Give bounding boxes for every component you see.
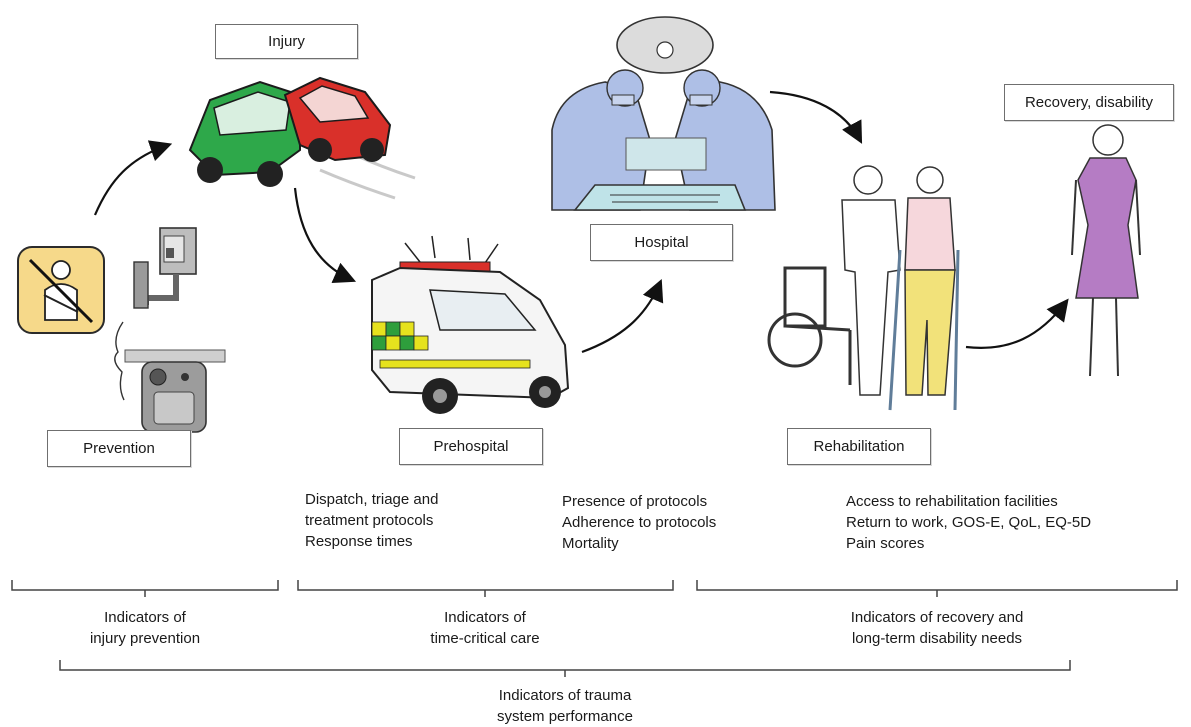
therapist-icon xyxy=(841,165,901,396)
indicator-item: Mortality xyxy=(562,535,619,552)
indicator-item: Response times xyxy=(305,533,413,550)
car-crash-icon xyxy=(188,76,416,200)
arrow-hospital-to-rehab xyxy=(769,90,863,144)
prehospital-indicators: Dispatch, triage and treatment protocols… xyxy=(305,489,438,552)
stage-label-rehabilitation: Rehabilitation xyxy=(787,428,931,465)
recovered-woman-icon xyxy=(1071,124,1141,377)
green-car-icon xyxy=(188,80,301,187)
indicator-item: Pain scores xyxy=(846,535,925,552)
stage-label-hospital: Hospital xyxy=(590,224,733,261)
brace-recovery xyxy=(696,580,1178,597)
group-caption-prevention: Indicators of injury prevention xyxy=(89,609,201,647)
ambulance-icon xyxy=(371,235,570,414)
arrow-injury-to-prehospital xyxy=(293,187,357,283)
brace-prevention xyxy=(11,580,279,597)
brace-time-critical xyxy=(297,580,674,597)
arrow-prevention-to-injury xyxy=(93,140,173,216)
stage-label-prehospital: Prehospital xyxy=(399,428,543,465)
seatbelt-sign-icon xyxy=(17,246,105,334)
indicator-item: Dispatch, triage and xyxy=(305,491,439,508)
stage-label-recovery: Recovery, disability xyxy=(1004,84,1174,121)
hospital-indicators: Presence of protocols Adherence to proto… xyxy=(562,491,716,554)
rehab-indicators: Access to rehabilitation facilities Retu… xyxy=(846,491,1091,554)
breathalyser-icon xyxy=(114,321,226,433)
patient-on-crutches-icon xyxy=(888,166,960,411)
indicator-item: Presence of protocols xyxy=(562,493,708,510)
indicator-item: Adherence to protocols xyxy=(562,514,717,531)
wheelchair-icon xyxy=(767,266,852,385)
indicator-item: Access to rehabilitation facilities xyxy=(846,493,1058,510)
speed-camera-icon xyxy=(133,227,197,309)
group-caption-overall: Indicators of trauma system performance xyxy=(497,687,633,725)
group-caption-recovery: Indicators of recovery and long-term dis… xyxy=(850,609,1024,647)
group-caption-time-critical: Indicators of time-critical care xyxy=(430,609,540,647)
stage-label-prevention: Prevention xyxy=(47,430,191,467)
rehabilitation-icon xyxy=(767,165,960,411)
indicator-item: Return to work, GOS-E, QoL, EQ-5D xyxy=(846,514,1092,531)
stage-label-injury: Injury xyxy=(215,24,358,59)
red-car-icon xyxy=(283,76,392,162)
surgeons-icon xyxy=(551,16,776,211)
arrow-rehab-to-recovery xyxy=(965,298,1069,349)
arrow-prehospital-to-hospital xyxy=(581,278,664,354)
indicator-item: treatment protocols xyxy=(305,512,434,529)
brace-overall xyxy=(59,660,1071,677)
